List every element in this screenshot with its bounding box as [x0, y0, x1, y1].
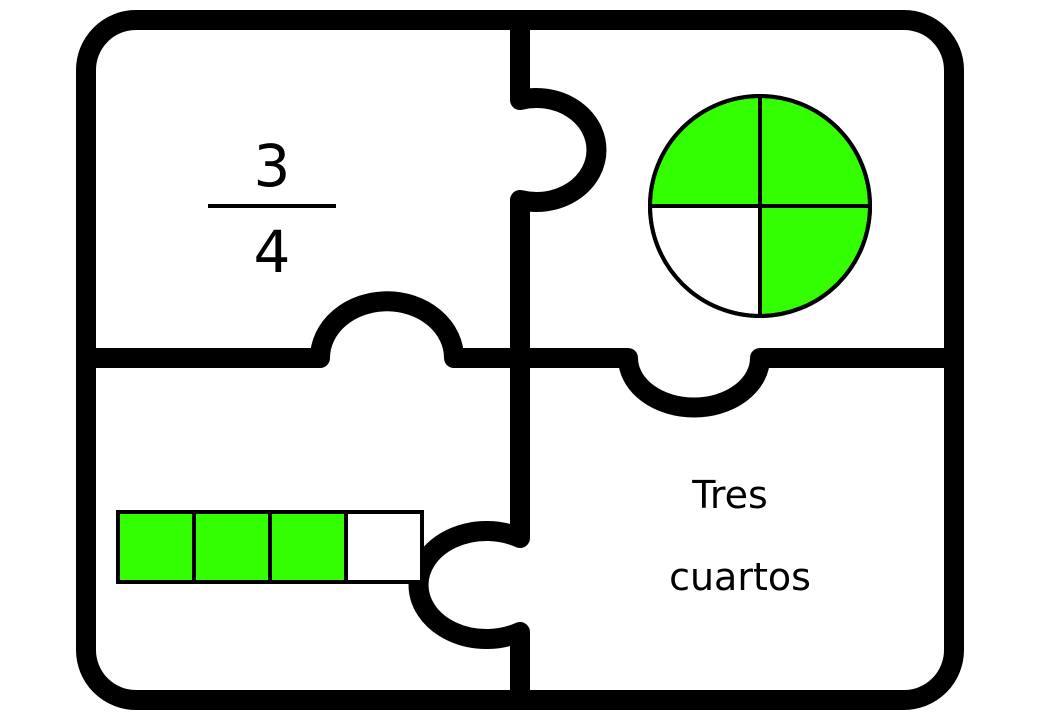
words-line-1: Tres	[691, 473, 768, 517]
fraction-denominator: 4	[254, 218, 291, 286]
bar-segment-2	[192, 510, 272, 584]
piece-bar-model	[116, 510, 424, 584]
piece-fraction: 3 4	[208, 132, 336, 286]
piece-circle-model	[647, 93, 873, 319]
divider-vertical-top	[510, 10, 607, 368]
bar-segment-1	[116, 510, 196, 584]
divider-vertical-bottom	[408, 348, 530, 710]
divider-horizontal-left	[76, 291, 530, 368]
bar-segment-3	[268, 510, 348, 584]
bar-segment-4	[344, 510, 424, 584]
fraction-numerator: 3	[254, 132, 291, 200]
divider-horizontal-right	[510, 348, 964, 418]
words-line-2: cuartos	[669, 555, 811, 599]
piece-words: Tres cuartos	[669, 473, 811, 599]
circle-outline	[648, 94, 872, 318]
